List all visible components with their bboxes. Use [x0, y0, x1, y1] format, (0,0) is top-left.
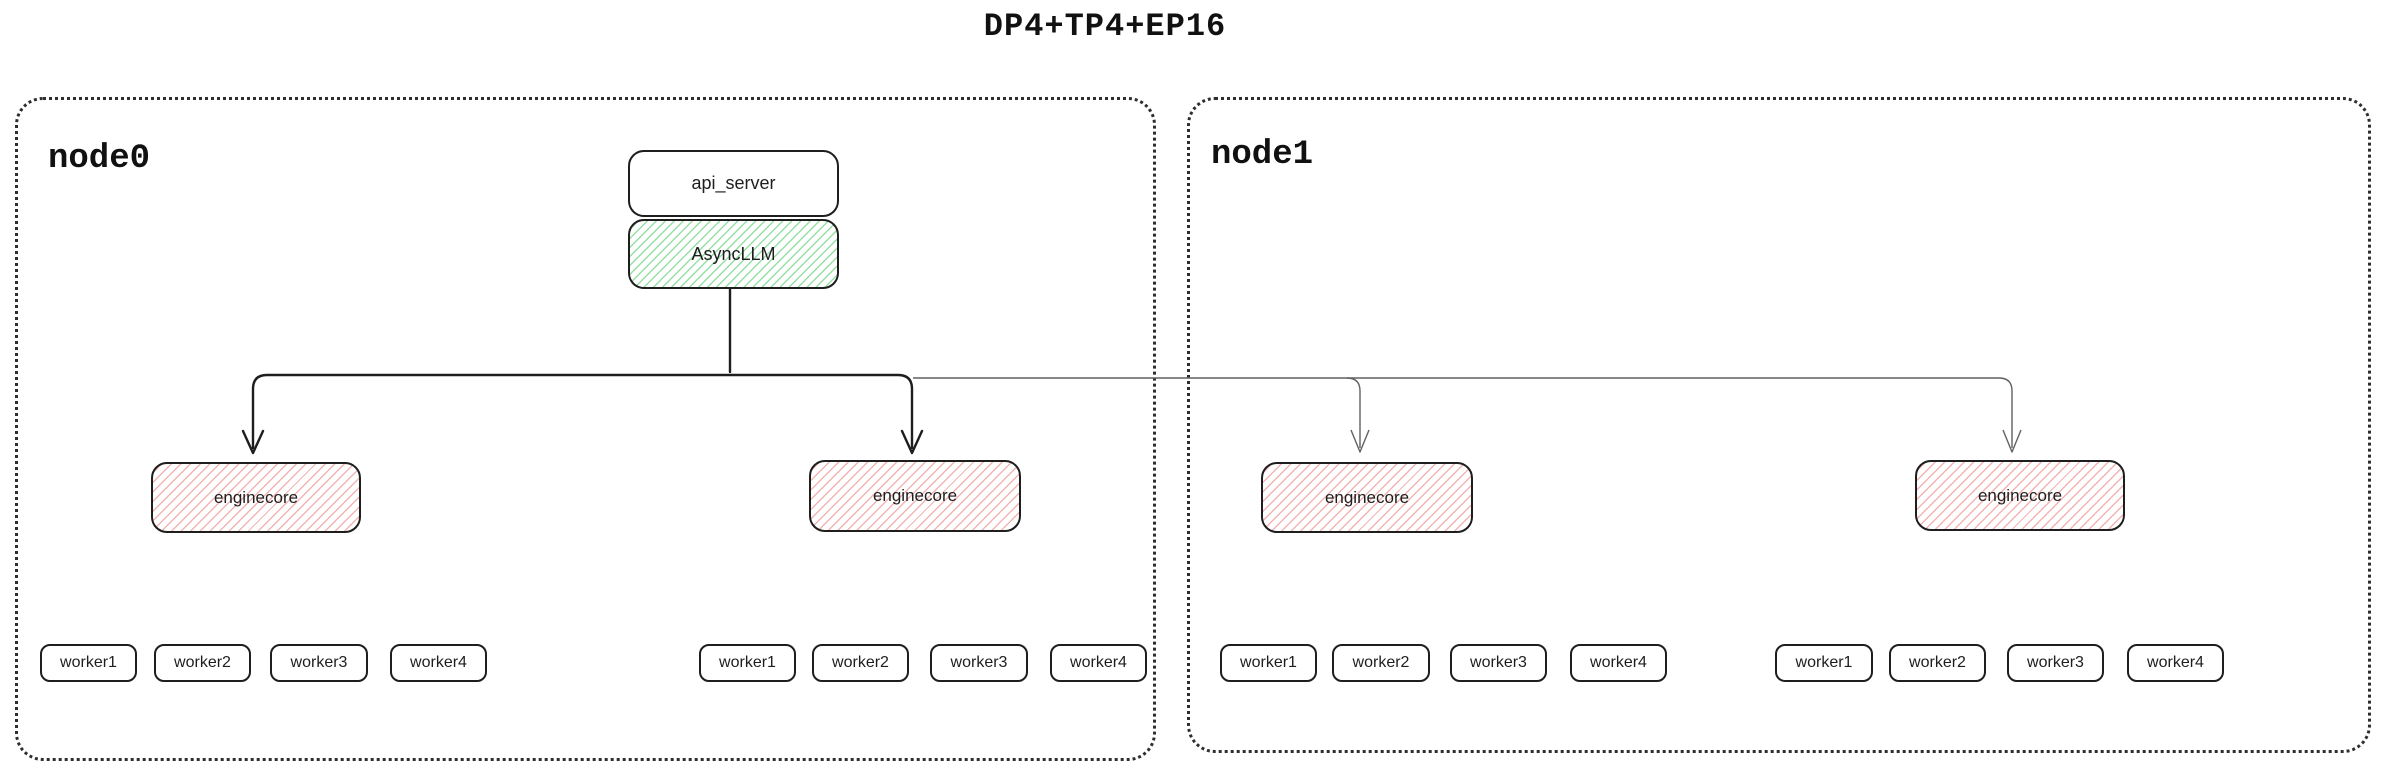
worker-label: worker2	[174, 654, 231, 671]
enginecore-label: enginecore	[1977, 485, 2063, 505]
worker-box: worker3	[2007, 644, 2104, 682]
enginecore-box-4: enginecore	[1915, 460, 2125, 531]
asyncllm-label: AsyncLLM	[691, 243, 776, 264]
worker-box: worker3	[930, 644, 1028, 682]
worker-label: worker4	[410, 654, 467, 671]
asyncllm-box: AsyncLLM	[628, 219, 839, 289]
worker-label: worker1	[1240, 654, 1297, 671]
node0-label: node0	[48, 140, 151, 178]
api-server-label: api_server	[691, 173, 776, 193]
worker-label: worker3	[1470, 654, 1527, 671]
worker-label: worker1	[719, 654, 776, 671]
worker-box: worker2	[154, 644, 251, 682]
worker-box: worker3	[1450, 644, 1547, 682]
worker-box: worker3	[270, 644, 368, 682]
node0-container: node0 api_server AsyncLLM enginecore eng…	[15, 97, 1156, 761]
enginecore-label: enginecore	[872, 486, 958, 505]
node1-container: node1 enginecore enginecore worker1 work…	[1187, 97, 2371, 753]
enginecore-box-1: enginecore	[151, 462, 361, 533]
worker-box: worker4	[2127, 644, 2224, 682]
diagram-title: DP4+TP4+EP16	[983, 8, 1227, 45]
worker-label: worker3	[290, 654, 348, 671]
worker-label: worker3	[950, 654, 1008, 671]
enginecore-label: enginecore	[213, 487, 299, 507]
worker-label: worker1	[1795, 654, 1853, 671]
worker-label: worker4	[1070, 654, 1127, 671]
worker-box: worker2	[1889, 644, 1986, 682]
worker-box: worker1	[1220, 644, 1317, 682]
worker-label: worker4	[1590, 654, 1647, 671]
worker-box: worker1	[40, 644, 137, 682]
enginecore-label: enginecore	[1324, 487, 1410, 507]
node1-label: node1	[1211, 136, 1314, 174]
worker-label: worker4	[2147, 654, 2204, 671]
worker-box: worker2	[812, 644, 909, 682]
worker-label: worker3	[2027, 654, 2084, 671]
worker-box: worker4	[1570, 644, 1667, 682]
worker-label: worker2	[832, 654, 889, 671]
worker-box: worker1	[699, 644, 796, 682]
worker-box: worker4	[1050, 644, 1147, 682]
worker-label: worker2	[1352, 654, 1410, 671]
api-server-box: api_server	[628, 150, 839, 217]
enginecore-box-3: enginecore	[1261, 462, 1473, 533]
worker-box: worker1	[1775, 644, 1873, 682]
enginecore-box-2: enginecore	[809, 460, 1021, 532]
worker-box: worker4	[390, 644, 487, 682]
worker-box: worker2	[1332, 644, 1430, 682]
worker-label: worker1	[60, 654, 117, 671]
worker-label: worker2	[1909, 654, 1966, 671]
